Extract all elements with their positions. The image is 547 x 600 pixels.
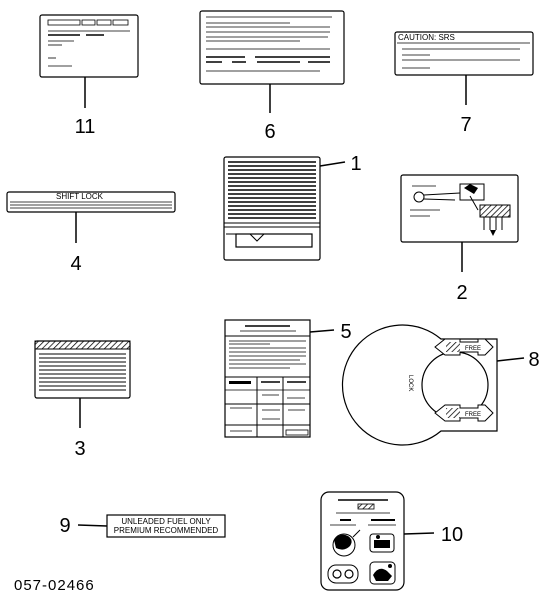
label-3: 3 [34, 340, 131, 460]
label-10: 10 [320, 491, 463, 591]
label-7: CAUTION: SRS 7 [394, 31, 534, 136]
label-8: FREE FREE LOCK 8 [341, 324, 540, 446]
lock-side-text: LOCK [407, 375, 413, 391]
seat-pictogram-bottom-left [327, 564, 359, 584]
label-4-shift-lock-text: SHIFT LOCK [56, 192, 104, 201]
label-7-caution-text: CAUTION: SRS [398, 33, 455, 42]
free-top-text: FREE [465, 346, 481, 352]
seat-pictogram-top-right [369, 533, 395, 553]
callout-4: 4 [70, 253, 81, 275]
callout-9: 9 [59, 515, 70, 537]
label-5: 5 [224, 319, 352, 438]
callout-2: 2 [456, 282, 467, 304]
callout-7: 7 [460, 114, 471, 136]
diagram-code: 057-02466 [14, 577, 95, 594]
seat-pictogram-bottom-right [369, 561, 396, 585]
label-1: 1 [223, 153, 362, 261]
callout-5: 5 [340, 321, 351, 343]
callout-1: 1 [350, 153, 361, 175]
free-arrow-bottom: FREE [434, 404, 494, 422]
callout-10: 10 [441, 524, 463, 546]
label-9-line1: UNLEADED FUEL ONLY [121, 517, 211, 526]
label-11: 11 [39, 14, 139, 138]
callout-6: 6 [264, 121, 275, 143]
label-2: 2 [400, 174, 519, 304]
label-9-line2: PREMIUM RECOMMENDED [114, 526, 219, 535]
callout-11: 11 [75, 116, 96, 138]
callout-3: 3 [74, 438, 85, 460]
seat-pictogram-top-left [332, 529, 361, 557]
label-6: 6 [199, 10, 345, 143]
callout-8: 8 [528, 349, 539, 371]
label-4: SHIFT LOCK 4 [6, 191, 176, 275]
free-bottom-text: FREE [465, 412, 481, 418]
label-9: UNLEADED FUEL ONLY PREMIUM RECOMMENDED 9 [59, 514, 226, 538]
free-arrow-top: FREE [434, 338, 494, 356]
